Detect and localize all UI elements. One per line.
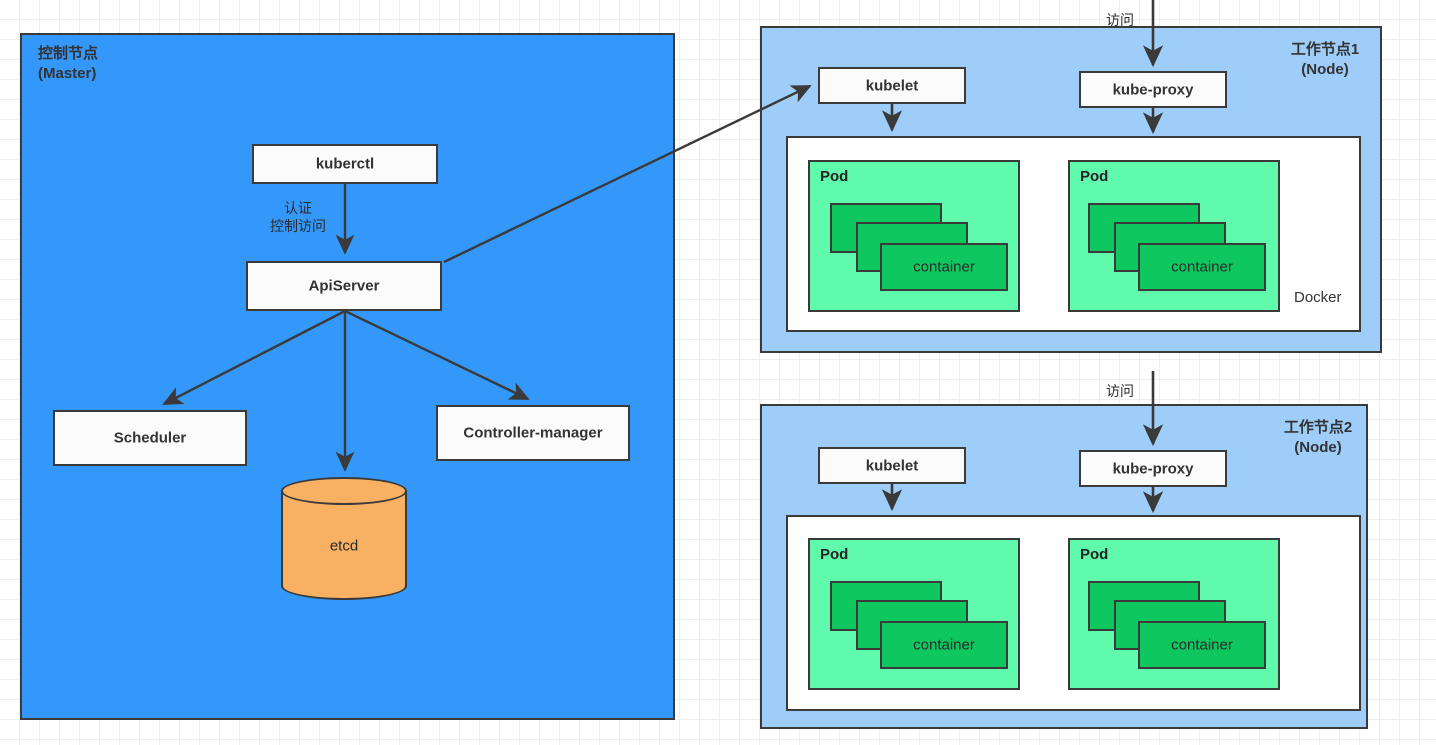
etcd-label: etcd bbox=[329, 537, 359, 555]
node2-kubelet-box[interactable]: kubelet bbox=[818, 447, 966, 484]
scheduler-label: Scheduler bbox=[113, 429, 187, 447]
apiserver-box[interactable]: ApiServer bbox=[246, 261, 442, 311]
node2-kube-proxy-label: kube-proxy bbox=[1112, 460, 1194, 477]
node1-pod-2-container-front[interactable]: container bbox=[1138, 243, 1266, 291]
etcd-cylinder[interactable]: etcd bbox=[281, 477, 407, 600]
node1-pod-2-container-label: container bbox=[1171, 258, 1233, 276]
kuberctl-label: kuberctl bbox=[315, 155, 375, 173]
node2-pod-2-container-front[interactable]: container bbox=[1138, 621, 1266, 669]
etcd-top-ellipse bbox=[281, 477, 407, 505]
node1-docker-label: Docker bbox=[1294, 289, 1342, 306]
node2-pod-1-label: Pod bbox=[820, 546, 849, 563]
node1-label-en: (Node) bbox=[1301, 61, 1349, 78]
node2-kube-proxy-box[interactable]: kube-proxy bbox=[1079, 450, 1227, 487]
apiserver-label: ApiServer bbox=[308, 277, 380, 295]
node2-pod-1-container-front[interactable]: container bbox=[880, 621, 1008, 669]
node2-pod-2-container-label: container bbox=[1171, 636, 1233, 654]
master-label-en: (Master) bbox=[38, 65, 97, 82]
controller-manager-label: Controller-manager bbox=[463, 424, 603, 442]
node1-pod-1-label: Pod bbox=[820, 168, 849, 185]
scheduler-box[interactable]: Scheduler bbox=[53, 410, 247, 466]
kuberctl-box[interactable]: kuberctl bbox=[252, 144, 438, 184]
master-node-box bbox=[20, 33, 675, 720]
etcd-body bbox=[281, 491, 407, 586]
node2-kubelet-label: kubelet bbox=[865, 457, 919, 474]
node2-pod-1-container-label: container bbox=[913, 636, 975, 654]
node1-pod-2-label: Pod bbox=[1080, 168, 1109, 185]
node1-kubelet-label: kubelet bbox=[865, 77, 919, 94]
node2-access-label: 访问 bbox=[1106, 383, 1134, 399]
auth-edge-label: 认证 控制访问 bbox=[270, 200, 326, 234]
node2-label-cn: 工作节点2 bbox=[1283, 419, 1353, 436]
controller-manager-box[interactable]: Controller-manager bbox=[436, 405, 630, 461]
node1-access-label: 访问 bbox=[1106, 12, 1134, 28]
node1-label-cn: 工作节点1 bbox=[1290, 41, 1360, 58]
master-label-cn: 控制节点 bbox=[38, 45, 99, 62]
node1-kube-proxy-label: kube-proxy bbox=[1112, 81, 1194, 98]
node2-pod-2-label: Pod bbox=[1080, 546, 1109, 563]
node1-pod-1-container-label: container bbox=[913, 258, 975, 276]
node1-kubelet-box[interactable]: kubelet bbox=[818, 67, 966, 104]
node2-label-en: (Node) bbox=[1294, 439, 1342, 456]
node1-kube-proxy-box[interactable]: kube-proxy bbox=[1079, 71, 1227, 108]
node1-pod-1-container-front[interactable]: container bbox=[880, 243, 1008, 291]
